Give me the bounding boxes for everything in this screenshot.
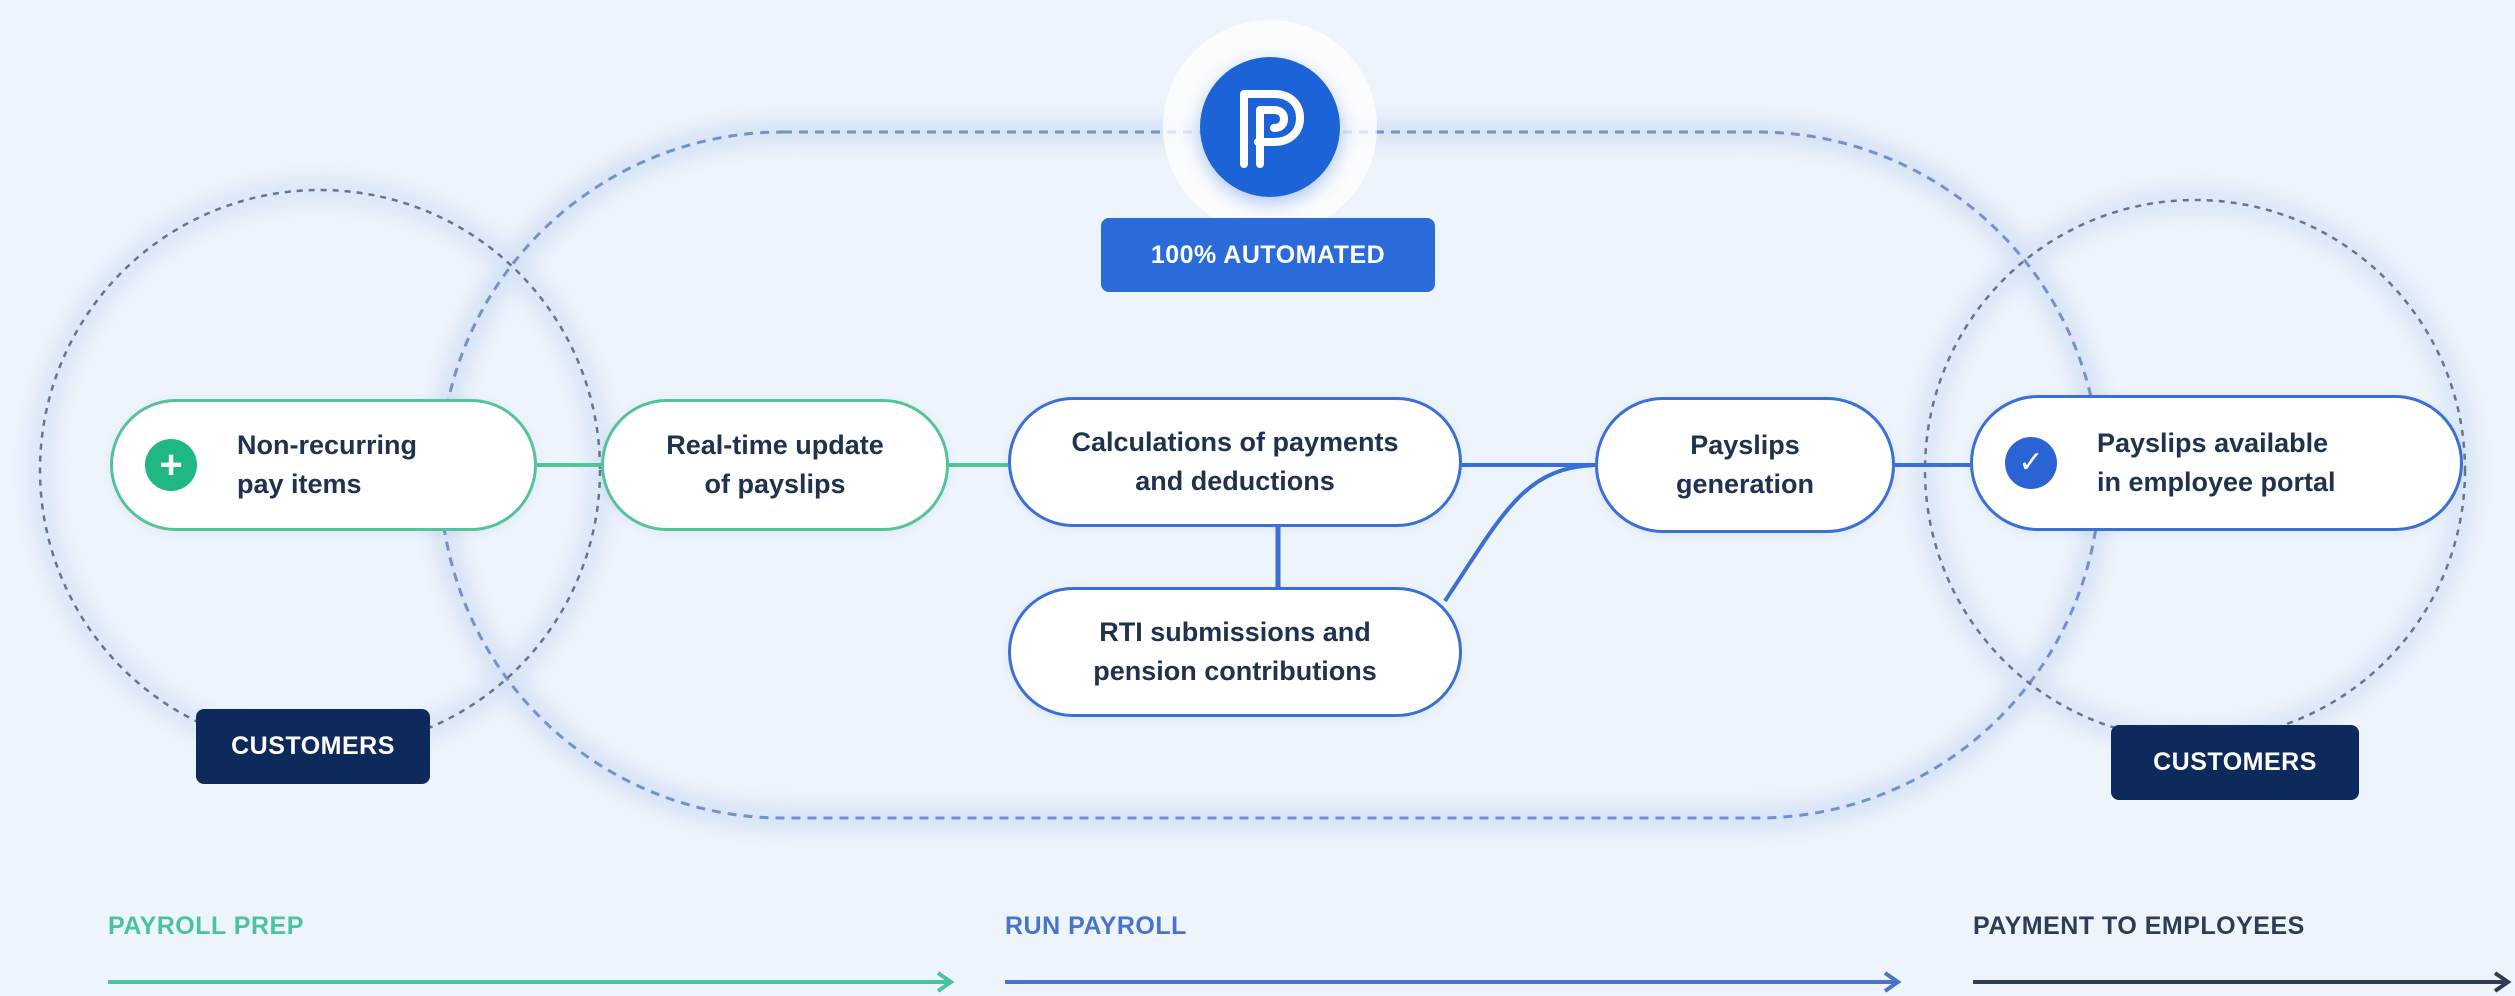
- logo-p-icon: [1200, 57, 1340, 197]
- customers-right-label: CUSTOMERS: [2153, 748, 2317, 776]
- plus-icon: +: [145, 439, 197, 491]
- automated-badge: 100% AUTOMATED: [1101, 218, 1435, 292]
- stage-label-payroll-prep: PAYROLL PREP: [108, 912, 304, 940]
- rti-submissions-node: RTI submissions and pension contribution…: [1008, 587, 1462, 717]
- non-recurring-label: Non-recurring pay items: [237, 430, 418, 499]
- left-customers-ring: [38, 188, 602, 752]
- rti-submissions-label: RTI submissions and pension contribution…: [1093, 617, 1377, 686]
- customers-left-label: CUSTOMERS: [231, 732, 395, 760]
- calculations-node: Calculations of payments and deductions: [1008, 397, 1462, 527]
- automated-badge-label: 100% AUTOMATED: [1150, 240, 1386, 269]
- stage-label-payment-to-employees: PAYMENT TO EMPLOYEES: [1973, 912, 2305, 940]
- payslips-generation-label: Payslips generation: [1675, 430, 1815, 499]
- payslips-available-node: ✓ Payslips available in employee portal: [1970, 395, 2463, 531]
- stage-label-run-payroll: RUN PAYROLL: [1005, 912, 1187, 940]
- connector-rti-generation: [1443, 463, 1596, 603]
- non-recurring-pay-items-node: + Non-recurring pay items: [110, 399, 537, 531]
- check-icon: ✓: [2005, 437, 2057, 489]
- realtime-update-node: Real-time update of payslips: [601, 399, 949, 531]
- realtime-update-label: Real-time update of payslips: [666, 430, 884, 499]
- arrow-right-icon: [108, 971, 955, 993]
- payslips-available-label: Payslips available in employee portal: [2097, 428, 2336, 497]
- arrow-right-icon: [1973, 971, 2512, 993]
- calculations-label: Calculations of payments and deductions: [1071, 427, 1399, 496]
- payslips-generation-node: Payslips generation: [1595, 397, 1895, 533]
- customers-tag-right: CUSTOMERS: [2111, 725, 2359, 800]
- arrow-right-icon: [1005, 971, 1902, 993]
- customers-tag-left: CUSTOMERS: [196, 709, 430, 784]
